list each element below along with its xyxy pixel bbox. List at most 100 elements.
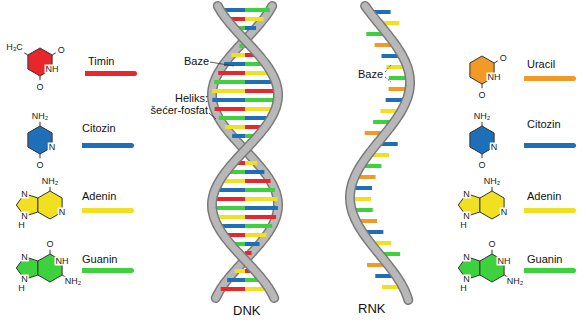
bond-line: [50, 187, 51, 191]
dna-strand: [212, 6, 278, 298]
base-name: Uracil: [527, 58, 555, 70]
atom-label: O: [35, 82, 44, 91]
base-pair: [245, 215, 276, 219]
bond-line: [50, 250, 51, 254]
atom-label: NH₂: [473, 111, 492, 120]
atom-label: H: [459, 284, 468, 293]
atom-label: N: [462, 275, 471, 284]
leader-line: [209, 113, 216, 119]
atom-label: N: [58, 208, 67, 217]
atom-label: N: [20, 189, 29, 198]
base-pair: [245, 8, 270, 12]
atom-label: N: [20, 275, 29, 284]
bond-line: [492, 187, 493, 191]
atom-label: NH₂: [31, 111, 50, 120]
rna-strand: [350, 6, 410, 300]
atom-label: H₃C: [5, 43, 24, 52]
atom-label: H: [459, 221, 468, 230]
part-label: Heliks: šećer-fosfat: [144, 92, 208, 116]
atom-label: N: [462, 212, 471, 221]
atom-label: O: [477, 90, 486, 99]
leader-line: [210, 62, 234, 66]
atom-label: O: [487, 239, 496, 248]
bond-line: [40, 154, 41, 158]
atom-label: O: [57, 45, 66, 54]
color-swatch: [82, 208, 134, 213]
atom-label: NH: [45, 65, 60, 74]
atom-label: NH: [55, 257, 70, 266]
bond-line: [482, 154, 483, 158]
atom-label: N: [20, 252, 29, 261]
part-label: Baze: [357, 68, 384, 80]
base-name: Adenin: [82, 190, 116, 202]
base-pair: [245, 161, 257, 165]
atom-label: N: [48, 143, 57, 152]
base-pair: [219, 116, 245, 120]
part-label: Baze: [183, 55, 210, 67]
atom-label: NH: [497, 257, 512, 266]
base-pair: [245, 224, 272, 228]
base-pair: [245, 197, 278, 201]
helix-drawing: [212, 6, 410, 300]
color-swatch: [82, 143, 134, 148]
dna-strand: [212, 6, 278, 298]
base-pair: [212, 89, 245, 93]
leader-line: [385, 77, 391, 82]
base-pair: [218, 71, 245, 75]
base-pair: [245, 242, 260, 246]
base-pair: [235, 269, 245, 273]
base-pair: [227, 278, 245, 282]
atom-label: N: [20, 212, 29, 221]
atom-label: NH₂: [483, 176, 502, 185]
base-pair: [245, 206, 278, 210]
atom-label: O: [477, 160, 486, 169]
base-pair: [232, 134, 245, 138]
color-swatch: [524, 268, 576, 273]
bond-line: [482, 84, 483, 88]
base-pair: [224, 62, 245, 66]
base-pair: [245, 17, 264, 21]
base-pair: [245, 26, 256, 30]
color-swatch: [82, 268, 134, 273]
atom-label: H: [17, 221, 26, 230]
bond-line: [494, 61, 498, 63]
color-swatch: [524, 143, 576, 148]
base-pair: [212, 98, 245, 102]
base-pair: [214, 80, 245, 84]
bond-line: [52, 53, 56, 55]
molecule-name: DNK: [232, 304, 261, 318]
base-name: Timin: [88, 55, 114, 67]
bond-line: [482, 122, 483, 126]
bond-line: [492, 250, 493, 254]
atom-label: N: [462, 189, 471, 198]
atom-label: O: [35, 160, 44, 169]
atom-label: O: [499, 53, 508, 62]
base-name: Citozin: [527, 118, 561, 130]
atom-label: NH₂: [41, 176, 60, 185]
base-name: Guanin: [82, 253, 117, 265]
base-name: Guanin: [527, 253, 562, 265]
molecule-name: RNK: [357, 302, 386, 316]
rna-strand: [350, 6, 410, 300]
dna-strand: [212, 6, 278, 298]
atom-label: NH₂: [64, 277, 83, 286]
color-swatch: [524, 76, 576, 81]
base-pair: [231, 53, 245, 57]
leader-line: [385, 65, 391, 72]
base-pair: [245, 170, 264, 174]
base-pair: [215, 107, 245, 111]
atom-label: N: [490, 143, 499, 152]
color-swatch: [524, 208, 576, 213]
base-pair: [221, 287, 245, 291]
base-pair: [245, 233, 267, 237]
base-name: Citozin: [82, 122, 116, 134]
base-pair: [245, 188, 275, 192]
color-swatch: [85, 71, 137, 76]
atom-label: NH₂: [506, 277, 525, 286]
base-name: Adenin: [527, 190, 561, 202]
bond-line: [40, 76, 41, 80]
atom-label: O: [45, 239, 54, 248]
base-pair: [225, 125, 245, 129]
atom-label: N: [462, 252, 471, 261]
